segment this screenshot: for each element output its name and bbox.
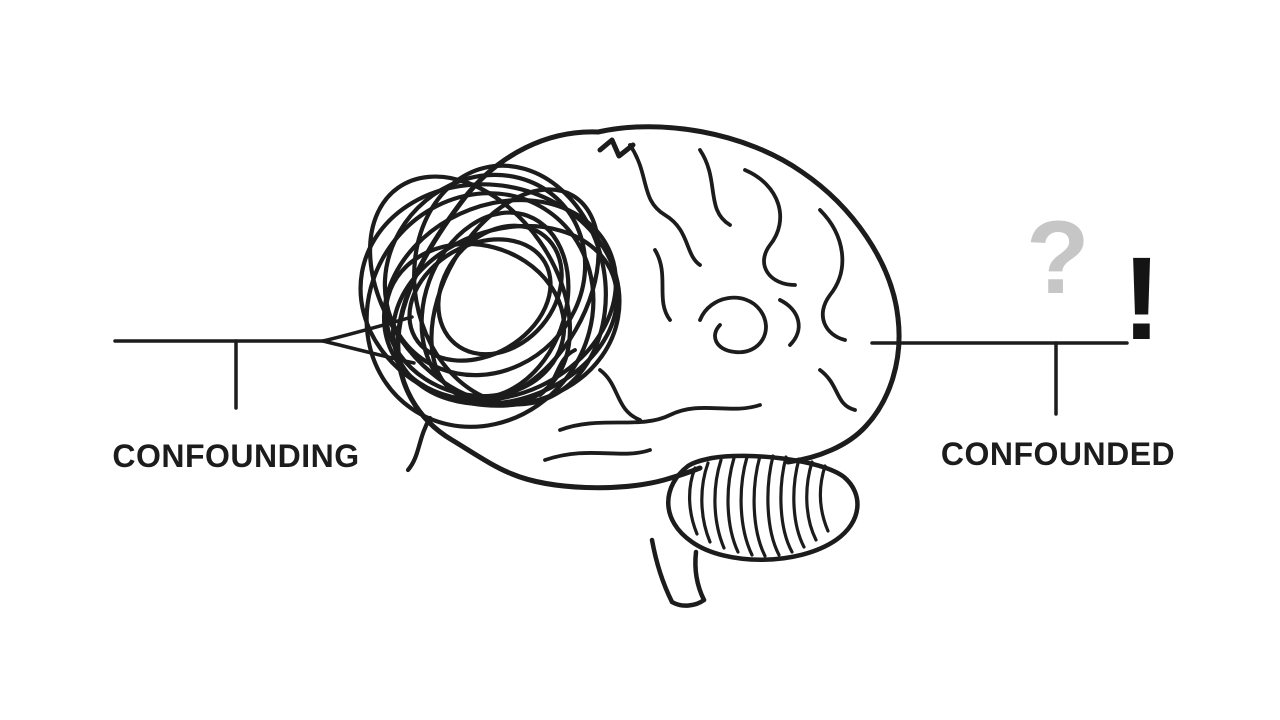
brain-gyri: [538, 143, 857, 462]
exclamation-mark: !: [1122, 233, 1162, 365]
cerebellum-hatching: [687, 454, 830, 558]
cerebellum: [666, 453, 860, 562]
question-mark: ?: [1026, 200, 1090, 316]
confounding-label: CONFOUNDING: [112, 438, 360, 474]
brainstem: [649, 537, 707, 608]
confounded-label: CONFOUNDED: [940, 436, 1176, 472]
tangle-scribble: [358, 163, 622, 473]
